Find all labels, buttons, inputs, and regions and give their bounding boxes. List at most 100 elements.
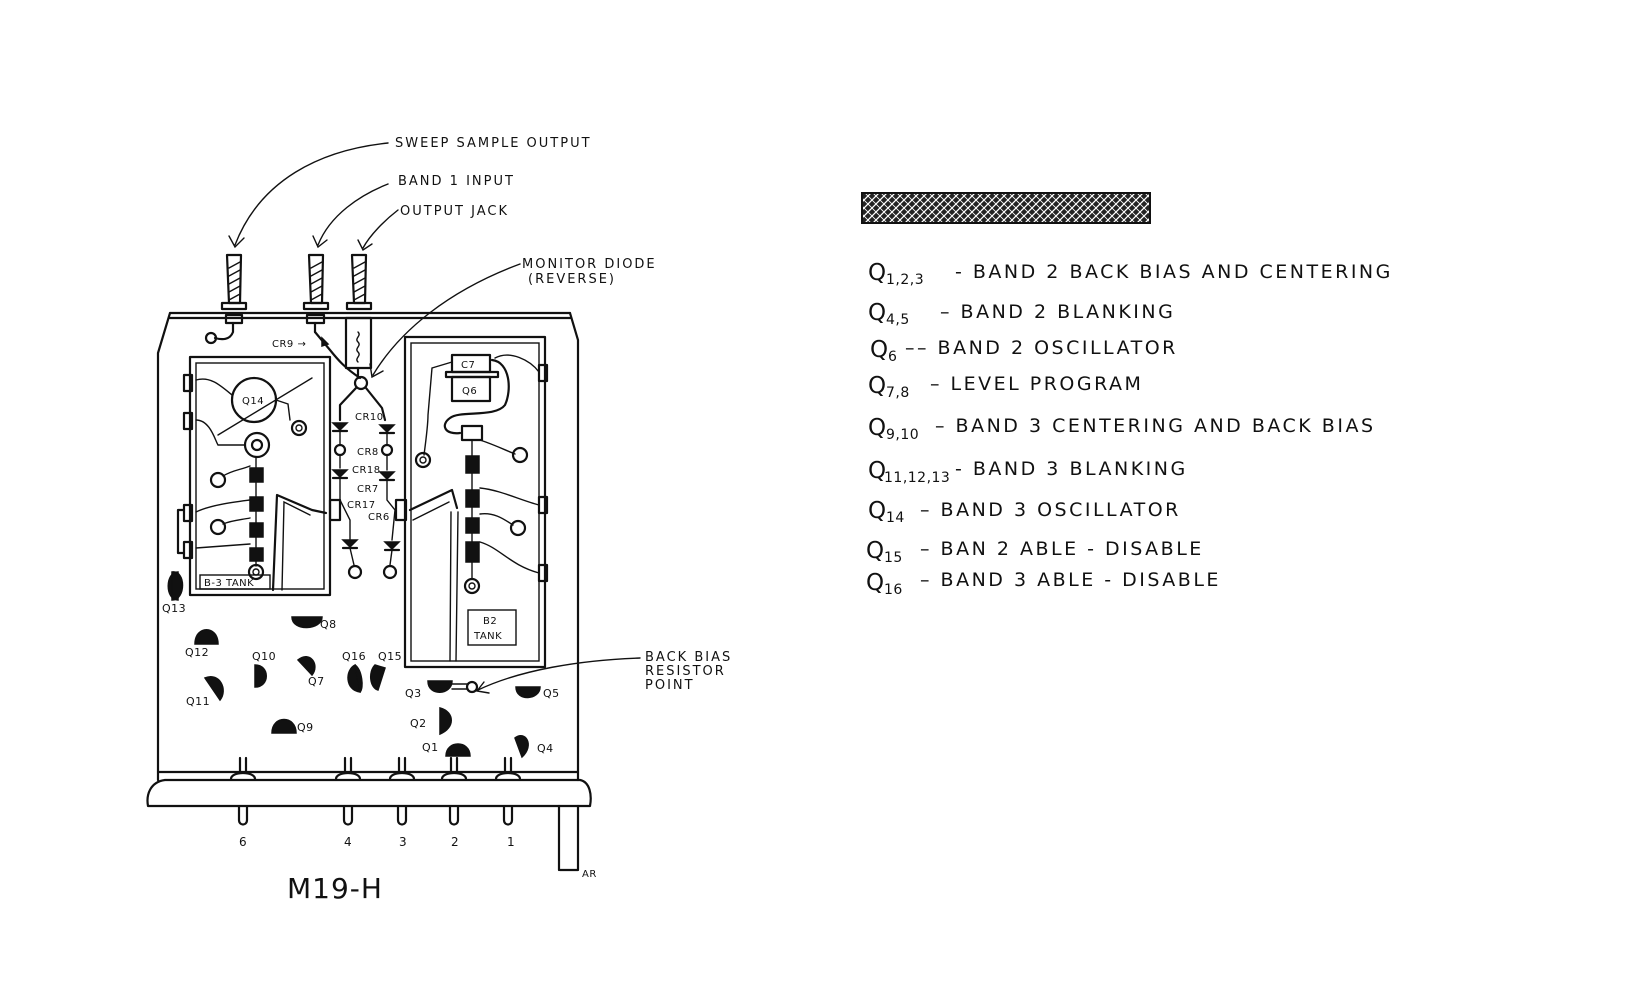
output-jack-arrow-line [362,209,399,249]
q13-label: Q13 [162,602,186,615]
legend-q: Q [868,498,886,524]
q12-transistor [194,629,219,645]
b2-tank-label-1: B2 [483,616,497,627]
chassis: AR [146,311,596,880]
band1-input-label: BAND 1 INPUT [398,174,515,189]
back-bias-arrowhead-icon [475,681,490,694]
band1-arrowhead-icon [312,235,328,249]
model-title: M19-H [287,872,383,905]
back-bias-arrow-line [477,657,641,691]
front-panel [146,778,592,808]
legend-desc: – BAND 2 BLANKING [940,301,1175,323]
b2-tank-label-box [467,609,517,646]
back-bias-resistor-point [465,680,479,694]
q2-label: Q2 [410,717,427,730]
c7-label: C7 [461,360,475,371]
q9-label: Q9 [297,721,314,734]
legend-q: Q [870,337,888,363]
legend-sub: 6 [888,349,897,365]
q8-label: Q8 [320,618,337,631]
q10-label: Q10 [252,650,276,663]
b2-tank-outer [403,335,547,669]
q1-label: Q1 [422,741,439,754]
back-bias-label-3: POINT [645,678,695,693]
monitor-diode-junction [353,375,369,391]
pin-1: 1 [494,756,522,849]
legend-sub: 14 [886,510,905,526]
legend-sub: 1,2,3 [886,272,924,288]
legend-desc: – BAND 3 ABLE - DISABLE [920,569,1221,591]
legend-q: Q [866,538,884,564]
cr17-diode-icon [341,539,359,549]
cr7-label: CR7 [357,484,379,495]
band1-arrow-line [317,183,389,246]
pin-row: 6 4 3 2 1 [229,756,522,849]
back-bias-label-1: BACK BIAS [645,650,732,665]
legend-sub: 11,12,13 [884,470,950,486]
legend-q: Q [868,415,886,441]
legend-item: Q 4,5 – BAND 2 BLANKING [868,300,1175,328]
legend-desc: – BAND 3 OSCILLATOR [920,499,1181,521]
chassis-right-edge [568,311,580,782]
cr18-diode-icon [331,469,349,479]
b2-tank-assembly: C7 Q6 B2 TANK [403,335,549,669]
q6-transistor [450,375,492,403]
cr10-diode-icon [331,422,349,432]
pin-3-label: 3 [399,835,409,849]
legend-item: Q 1,2,3 - BAND 2 BACK BIAS AND CENTERING [868,260,1390,288]
monitor-diode-network: CR10 CR8 CR18 CR7 CR17 CR6 [331,375,408,580]
legend-q: Q [866,570,884,596]
q4-transistor [514,735,529,759]
q3-label: Q3 [405,687,422,700]
callout-output-jack: OUTPUT JACK [357,204,509,252]
q5-label: Q5 [543,687,560,700]
band1-input-connector [302,253,330,334]
transistor-group: Q13 Q8 Q12 Q10 Q7 Q16 Q15 Q11 Q9 Q3 Q5 Q… [162,571,560,759]
q6-label: Q6 [462,386,477,397]
pin-4: 4 [334,756,362,849]
callout-band1-input: BAND 1 INPUT [312,174,515,249]
q12-label: Q12 [185,646,209,659]
legend-list: Q 1,2,3 - BAND 2 BACK BIAS AND CENTERING… [866,260,1390,598]
q15-label: Q15 [378,650,402,663]
pin-1-label: 1 [507,835,517,849]
legend-desc: –– BAND 2 OSCILLATOR [905,337,1178,359]
callout-back-bias-resistor: BACK BIAS RESISTOR POINT [475,650,732,694]
legend-item: Q 7,8 – LEVEL PROGRAM [868,373,1141,401]
q10-transistor [254,664,267,688]
output-jack-label: OUTPUT JACK [400,204,509,219]
pin-6-label: 6 [239,835,249,849]
b3-tank-label: B-3 TANK [204,578,254,589]
legend-item: Q 16 – BAND 3 ABLE - DISABLE [866,569,1221,598]
q16-transistor [347,663,361,693]
legend-desc: - BAND 3 BLANKING [955,458,1188,480]
b2-tank-label-2: TANK [473,631,502,642]
legend-sub: 7,8 [886,385,910,401]
b3-tank-outer [188,355,332,597]
legend-item: Q 9,10 – BAND 3 CENTERING AND BACK BIAS [868,415,1376,443]
q11-label: Q11 [186,695,210,708]
q15-transistor [370,664,386,691]
cr7-diode-icon [378,471,396,481]
legend-item: Q 15 – BAN 2 ABLE - DISABLE [866,538,1201,566]
pin-2-label: 2 [451,835,461,849]
q3-transistor [427,680,453,693]
sweep-sample-output-label: SWEEP SAMPLE OUTPUT [395,136,592,151]
output-jack-connector [344,253,373,370]
monitor-reverse-label: (REVERSE) [528,272,616,287]
monitor-diode-label: MONITOR DIODE [522,257,657,272]
back-bias-label-2: RESISTOR [645,664,726,679]
q9-transistor [271,718,297,734]
q14-label: Q14 [242,396,264,407]
legend-desc: – BAND 3 CENTERING AND BACK BIAS [935,415,1376,437]
cr6-label: CR6 [368,512,390,523]
legend-q: Q [868,373,886,399]
q16-label: Q16 [342,650,366,663]
q5-transistor [515,686,541,699]
legend-item: Q 11,12,13 - BAND 3 BLANKING [868,458,1188,486]
q8-transistor [291,616,323,629]
chassis-left-edge [156,311,172,782]
b3-tank-assembly: Q14 B-3 TANK [176,355,342,597]
legend-sub: 4,5 [886,312,910,328]
